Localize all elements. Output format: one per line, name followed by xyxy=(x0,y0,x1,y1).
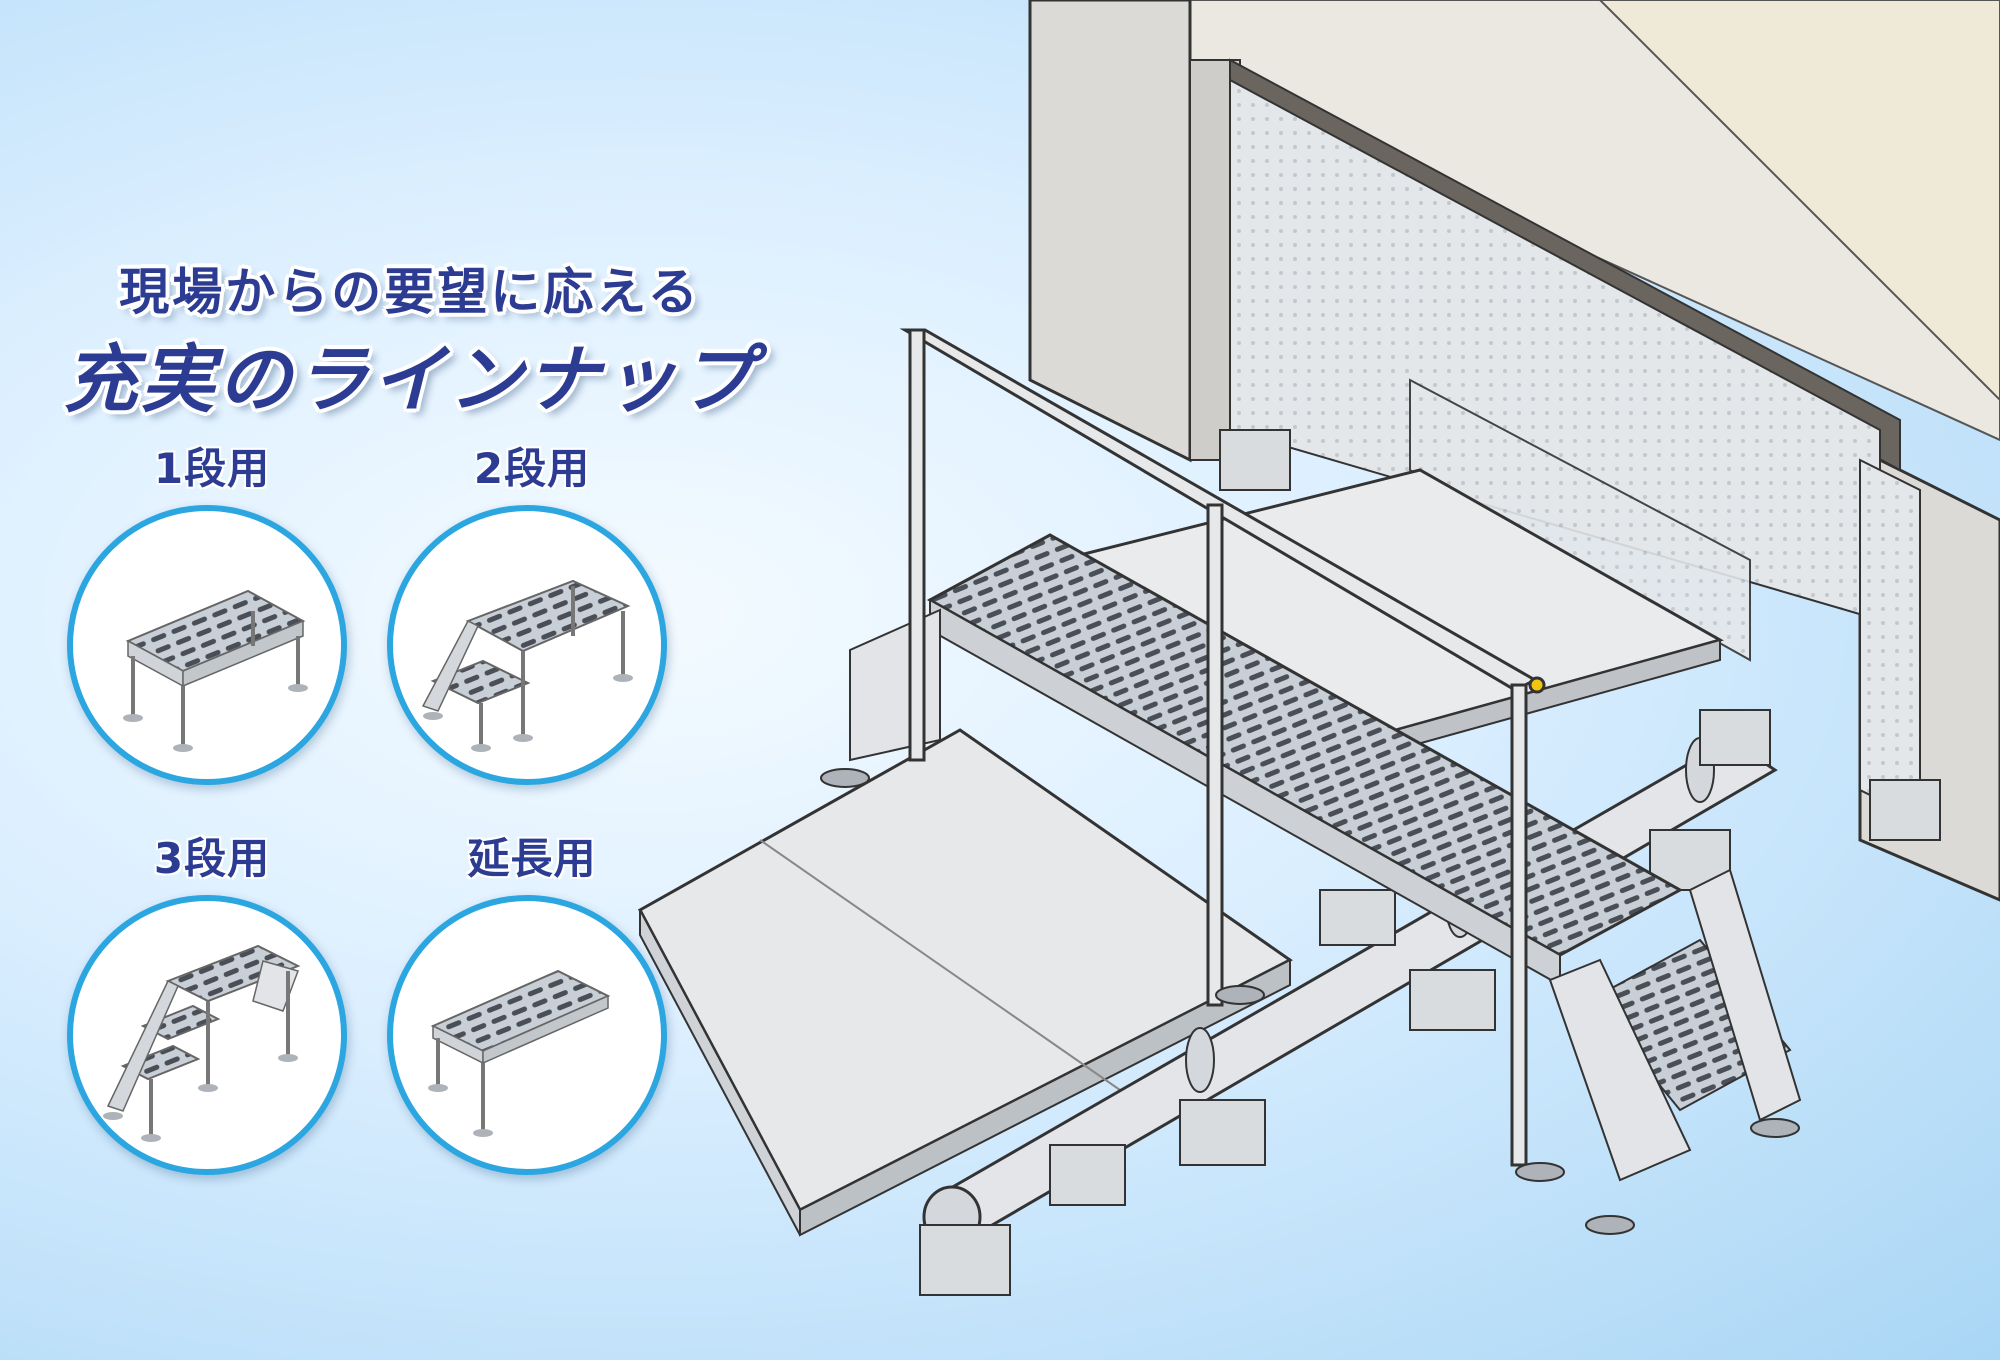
extension-platform-icon xyxy=(428,969,611,1137)
one-step-platform-icon xyxy=(123,589,308,752)
headline-line-2: 充実のラインナップ xyxy=(63,337,757,423)
lineup-label-1-step: 1段用 xyxy=(153,444,271,493)
bridge-walkway xyxy=(849,533,1684,987)
lineup-card-3-step xyxy=(67,895,347,1175)
lineup-label-3-step: 3段用 xyxy=(153,834,271,883)
lineup-card-1-step xyxy=(67,505,347,785)
handrail xyxy=(899,328,1546,1167)
side-staircase xyxy=(1548,868,1802,1182)
headline-line-1: 現場からの要望に応える xyxy=(119,263,701,321)
adjustable-feet xyxy=(820,768,1800,1235)
wall-guard-panels xyxy=(1229,58,1921,822)
lineup-card-2-step xyxy=(387,505,667,785)
lineup-label-2-step: 2段用 xyxy=(473,444,591,493)
lower-deck xyxy=(637,728,1293,1237)
two-step-platform-icon xyxy=(421,579,633,752)
three-step-platform-icon xyxy=(103,944,301,1142)
base-blocks xyxy=(919,429,1941,1296)
lineup-card-extension xyxy=(387,895,667,1175)
lineup-label-extension: 延長用 xyxy=(467,834,597,883)
